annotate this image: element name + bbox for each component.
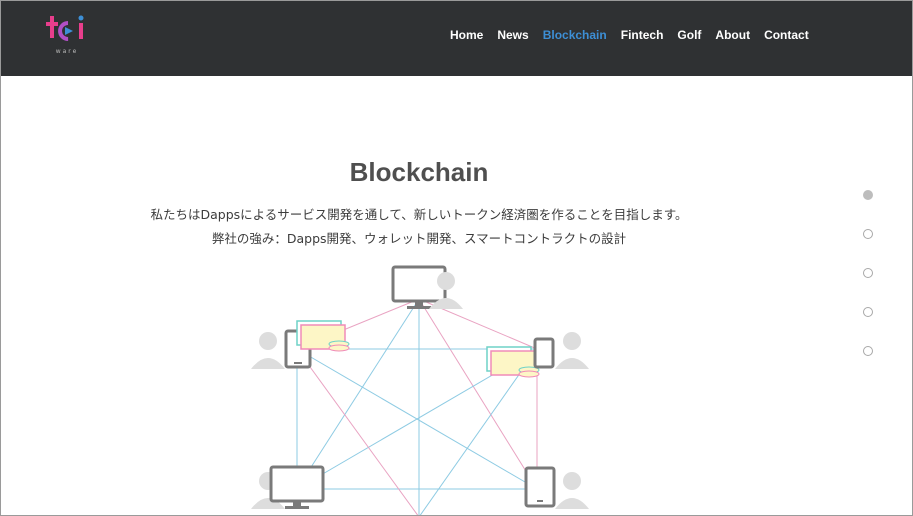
nav-home[interactable]: Home: [450, 28, 484, 42]
nav-fintech[interactable]: Fintech: [620, 28, 664, 42]
pagination-dot-2[interactable]: [863, 229, 873, 239]
main-nav: Home News Blockchain Fintech Golf About …: [450, 27, 823, 43]
blockchain-network-illustration: [251, 265, 589, 515]
pagination-dot-3[interactable]: [863, 268, 873, 278]
page-title: Blockchain: [349, 157, 489, 187]
description-line-2: 弊社の強み：Dapps開発、ウォレット開発、スマートコントラクトの設計: [211, 231, 627, 246]
pagination-dot-4[interactable]: [863, 307, 873, 317]
user-icon: [555, 332, 589, 369]
nav-golf[interactable]: Golf: [677, 28, 702, 42]
logo-mark-icon: [46, 15, 84, 42]
monitor-icon: [269, 465, 325, 509]
user-icon: [429, 272, 463, 309]
logo-subtext: ware: [55, 48, 79, 55]
tablet-icon: [524, 466, 556, 508]
description-line-1: 私たちはDappsによるサービス開発を通して、新しいトークン経済圏を作ることを目…: [150, 207, 688, 222]
section-pagination: [863, 190, 875, 385]
nav-about[interactable]: About: [715, 28, 751, 42]
money-icon: [296, 320, 350, 352]
site-header: ware Home News Blockchain Fintech Golf A…: [1, 1, 912, 76]
user-icon: [555, 472, 589, 509]
smartphone-icon: [533, 337, 555, 369]
nav-news[interactable]: News: [497, 28, 529, 42]
nav-contact[interactable]: Contact: [764, 28, 809, 42]
pagination-dot-1[interactable]: [863, 190, 873, 200]
money-icon: [486, 346, 540, 378]
pagination-dot-5[interactable]: [863, 346, 873, 356]
monitor-icon: [391, 265, 447, 309]
nav-blockchain[interactable]: Blockchain: [542, 28, 607, 42]
site-logo[interactable]: ware: [45, 13, 89, 59]
user-icon: [251, 332, 285, 369]
